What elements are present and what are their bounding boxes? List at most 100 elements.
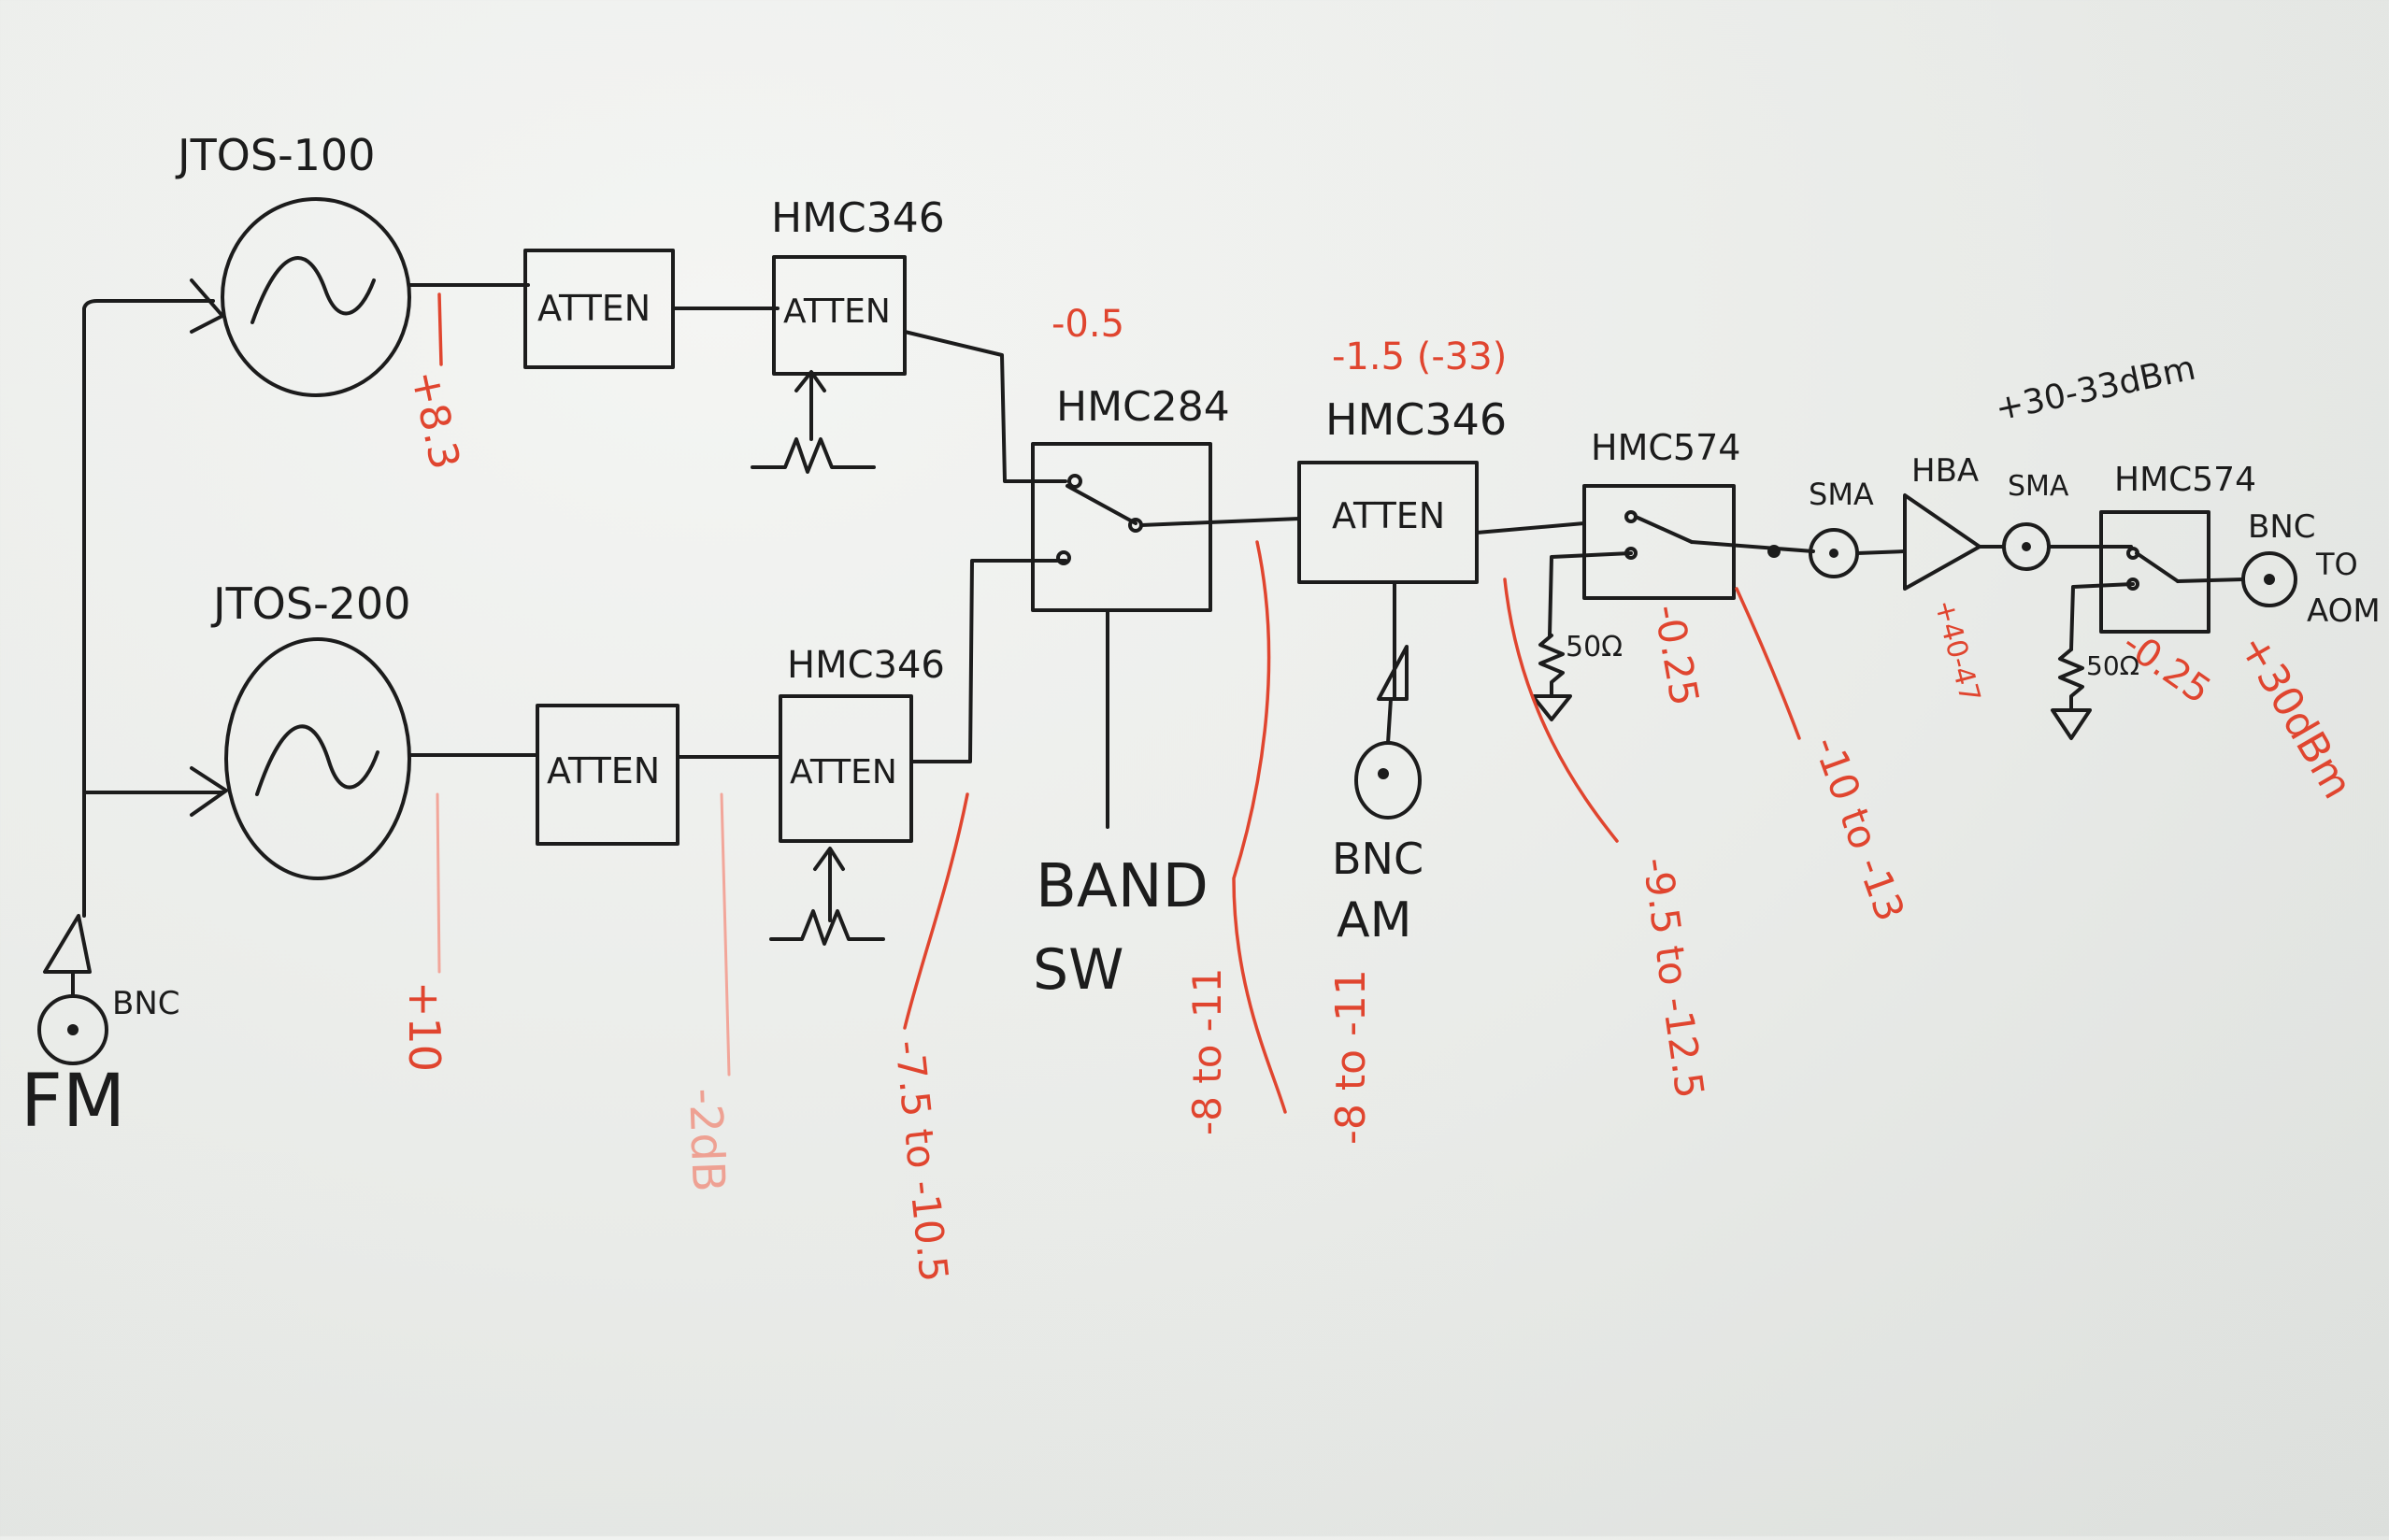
- output-bnc-label: BNC: [2248, 508, 2316, 546]
- output-bnc-connector: [2241, 551, 2297, 607]
- switch2-out-wire: [2176, 578, 2245, 583]
- output-dest-line1: TO: [2315, 547, 2358, 582]
- top-var-atten-chip: HMC346: [771, 194, 945, 242]
- main-atten-block: HMC346 ATTEN BNC AM: [1297, 394, 1586, 948]
- var-atten-level: -7.5 to -10.5: [886, 1038, 957, 1284]
- am-bnc-stub: [1386, 697, 1393, 745]
- final-output-level: +30dBm: [2229, 626, 2361, 806]
- bottom-control-resistor-icon: [769, 909, 885, 946]
- amp-gain-note: +40-47: [1927, 596, 1986, 706]
- osc1-level: +8.3: [401, 366, 468, 474]
- top-fixed-atten-label: ATTEN: [537, 288, 651, 329]
- fm-arrow-top: [190, 278, 224, 334]
- am-bnc-connector: [1354, 741, 1422, 820]
- switch1-ground-symbol: [1531, 694, 1572, 721]
- fm-arrow-bottom: [190, 766, 228, 817]
- switch2-pole: [2135, 551, 2180, 583]
- bottom-chain: JTOS-200 ATTEN HMC346 ATTEN: [210, 559, 1067, 946]
- fm-bnc-label: BNC: [112, 985, 180, 1022]
- band-switch-label-line2: SW: [1033, 937, 1123, 1003]
- switch2-box: [2099, 510, 2210, 634]
- top-to-switch-wire: [903, 330, 1067, 483]
- band-switch-chip: HMC284: [1056, 383, 1230, 431]
- am-label-line1: BNC: [1332, 834, 1423, 884]
- band-switch-box: [1031, 442, 1212, 612]
- bottom-to-switch-wire: [909, 559, 1067, 763]
- fixed-atten-level-leader: [720, 792, 731, 1077]
- output-bnc-pin: [2264, 574, 2275, 585]
- switch2-chip: HMC574: [2114, 461, 2256, 499]
- amp-triangle-icon: [1903, 493, 1981, 591]
- fm-label: FM: [21, 1060, 125, 1144]
- band-switch-label-line1: BAND: [1036, 852, 1209, 921]
- switch1-loss-level: -0.25: [1645, 601, 1708, 709]
- switch2-loss-level: -0.25: [2114, 622, 2218, 713]
- band-switch-input-b: [1056, 550, 1071, 565]
- fm-ground-symbol: [43, 914, 92, 974]
- switch-out-level-alt: -8 to -11: [1327, 969, 1375, 1145]
- fm-feed-wire-top: [82, 299, 215, 918]
- output-dest-line2: AOM: [2307, 592, 2381, 630]
- switch2-term-resistor-icon: [2058, 648, 2084, 712]
- switch2-term-label: 50Ω: [2086, 650, 2139, 681]
- switch1-box: [1582, 484, 1736, 600]
- bottom-fixed-atten-label: ATTEN: [547, 750, 660, 791]
- fm-feed: BNC FM: [21, 278, 228, 1144]
- sma1-label: SMA: [1809, 477, 1874, 512]
- switch-out-leader: [1232, 540, 1287, 1114]
- osc1-label: JTOS-100: [175, 130, 375, 180]
- osc2-label: JTOS-200: [210, 578, 410, 629]
- bottom-fixed-atten-box: [536, 704, 680, 846]
- switch1-term-wire: [1548, 551, 1633, 637]
- osc2-vco-circle: [224, 637, 411, 880]
- top-control-arrow: [794, 370, 826, 441]
- top-var-atten-label: ATTEN: [783, 292, 891, 331]
- switch1-term-resistor-icon: [1538, 634, 1565, 698]
- main-atten-box: [1297, 461, 1479, 584]
- switch1-chip: HMC574: [1591, 427, 1740, 468]
- switch2-block: HMC574 50Ω BNC TO AOM: [2051, 461, 2381, 740]
- switch1-term-label: 50Ω: [1566, 631, 1623, 663]
- switch1-out-leader: [1735, 587, 1801, 740]
- amp-label: HBA: [1911, 452, 1979, 490]
- top-chain: JTOS-100 ATTEN HMC346 ATTEN: [175, 130, 1067, 483]
- sma2-label: SMA: [2008, 470, 2069, 503]
- fixed-atten-level: -2dB: [679, 1087, 735, 1192]
- am-label-line2: AM: [1337, 892, 1411, 948]
- osc2-level: +10: [399, 981, 450, 1072]
- band-switch-input-a: [1067, 474, 1082, 489]
- sma1-pin: [1829, 549, 1838, 558]
- top-var-atten-box: [772, 255, 907, 376]
- switch2-term-wire: [2069, 582, 2135, 651]
- am-bnc-pin: [1378, 768, 1389, 779]
- band-switch-to-atten-wire: [1139, 517, 1301, 527]
- main-atten-to-switch-wire: [1475, 521, 1586, 535]
- switch1-out-wire: [1690, 540, 1815, 553]
- bottom-control-arrow: [813, 847, 845, 922]
- bottom-var-atten-chip: HMC346: [787, 644, 945, 687]
- top-control-resistor-icon: [751, 437, 876, 474]
- osc2-sine-icon: [255, 724, 379, 796]
- switch1-junction-dot: [1767, 545, 1781, 558]
- osc1-vco-circle: [221, 197, 411, 397]
- switch-out-level: -8 to -11: [1184, 968, 1230, 1135]
- main-atten-out-leader: [1503, 578, 1619, 843]
- switch1-pole: [1634, 515, 1694, 544]
- switch-input-level: -0.5: [1051, 303, 1124, 346]
- band-switch-block: HMC284 BAND SW: [1031, 383, 1301, 1003]
- sma1-to-amp-wire: [1855, 549, 1907, 555]
- switch1-block: HMC574 50Ω: [1531, 427, 1815, 721]
- osc1-sine-icon: [250, 256, 376, 324]
- band-switch-pole: [1066, 484, 1137, 525]
- main-atten-top-level: -1.5 (-33): [1332, 335, 1507, 378]
- main-atten-out-level: -9.5 to -12.5: [1634, 855, 1713, 1102]
- osc2-level-leader: [436, 792, 441, 974]
- switch1-out-level: -10 to -13: [1805, 731, 1914, 927]
- sma2-pin: [2022, 542, 2031, 551]
- amp-output-note: +30-33dBm: [1992, 349, 2198, 429]
- bottom-var-atten-box: [779, 694, 913, 843]
- var-atten-level-leader: [903, 792, 969, 1030]
- osc1-level-leader: [437, 292, 443, 366]
